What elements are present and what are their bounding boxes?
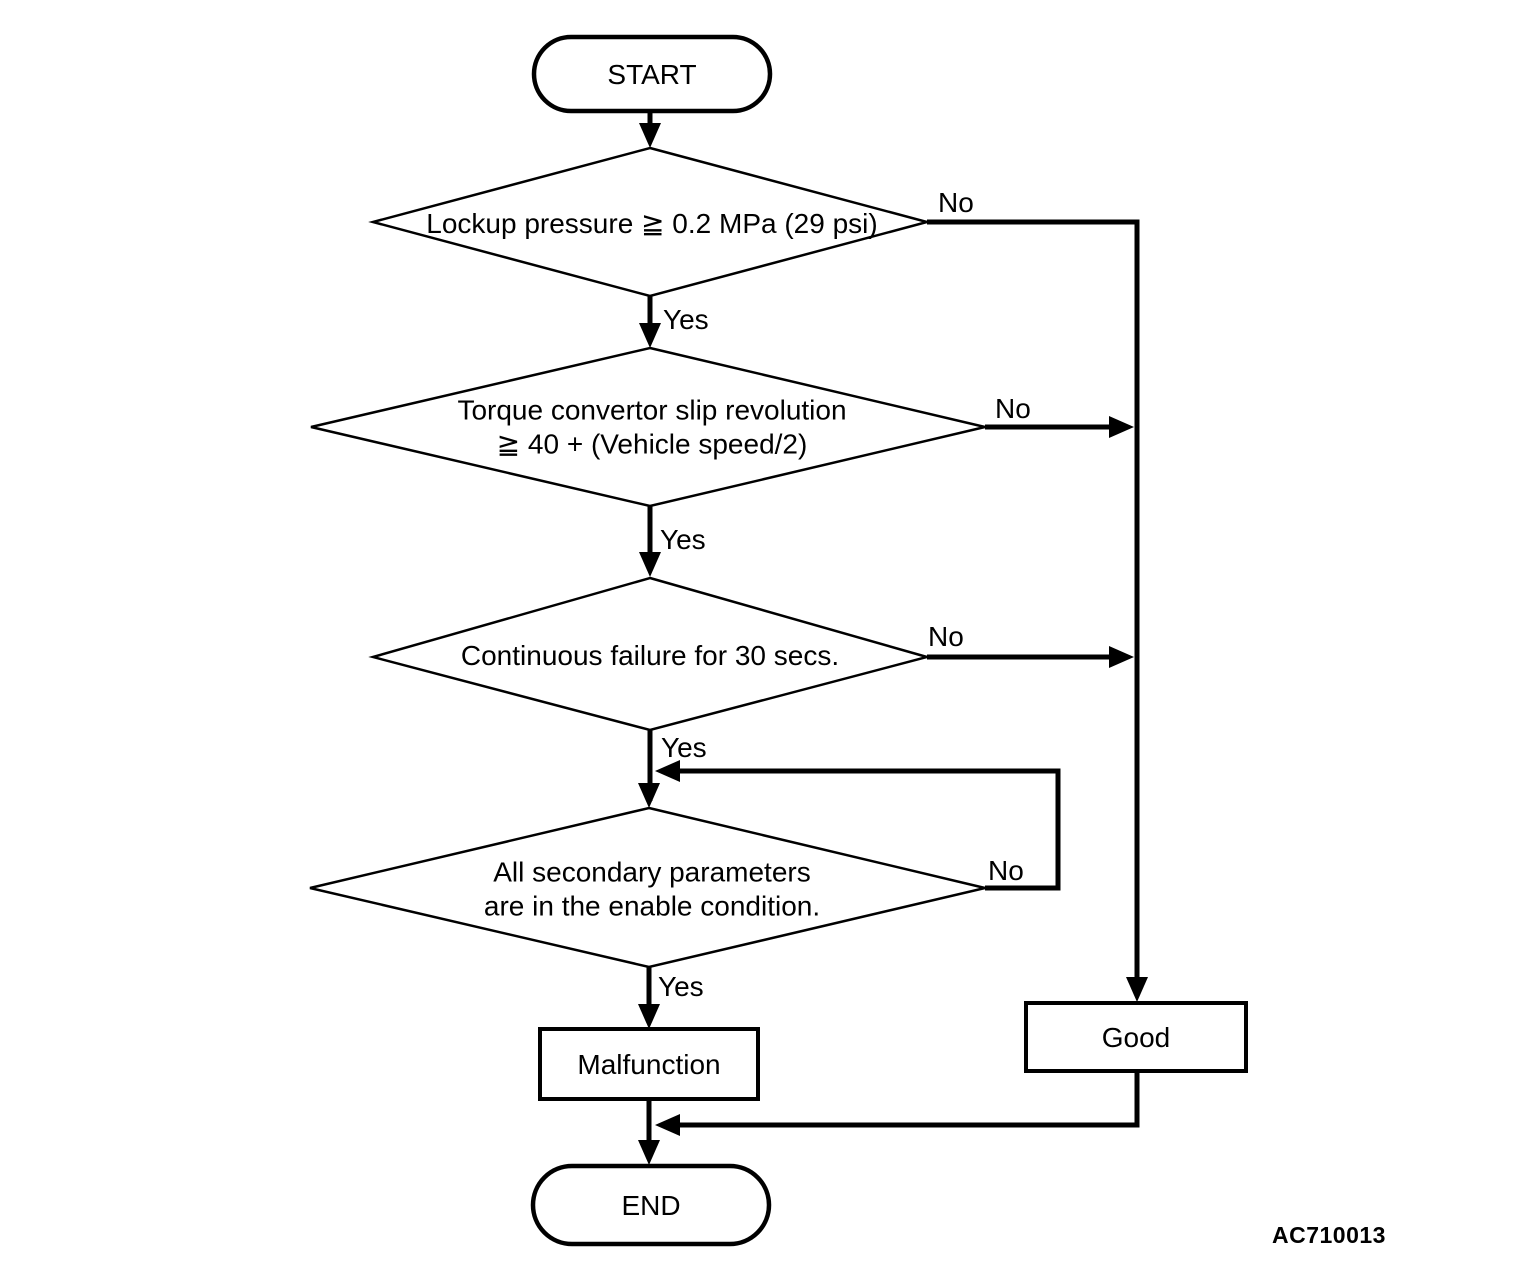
connector-good-to-end-line bbox=[662, 1071, 1140, 1128]
malfunction-label: Malfunction bbox=[577, 1049, 721, 1081]
decision3-yes-label: Yes bbox=[661, 732, 707, 763]
decision4-no-label: No bbox=[988, 855, 1024, 886]
decision1-shape bbox=[368, 146, 932, 298]
arrowhead-left-join bbox=[655, 1114, 680, 1136]
decision2-label: Torque convertor slip revolution ≧ 40 + … bbox=[457, 393, 846, 460]
decision4-label: All secondary parameters are in the enab… bbox=[484, 855, 820, 922]
decision3-shape bbox=[368, 576, 932, 732]
decision3-no-label: No bbox=[928, 621, 964, 652]
arrowhead-left-loop bbox=[655, 760, 680, 782]
figure-code: AC710013 bbox=[1272, 1222, 1386, 1248]
arrowhead-down-decision4 bbox=[638, 783, 660, 808]
decision4-line1: All secondary parameters bbox=[493, 856, 811, 888]
decision2-line2: ≧ 40 + (Vehicle speed/2) bbox=[496, 428, 808, 459]
decision4-line2: are in the enable condition. bbox=[483, 890, 821, 921]
connector-no4-loop bbox=[662, 768, 1061, 891]
decision2-shape bbox=[310, 346, 986, 508]
decision2-no-label: No bbox=[995, 393, 1031, 424]
good-box-shape bbox=[1024, 1001, 1248, 1073]
arrowhead-down-decision3 bbox=[639, 552, 661, 577]
arrowhead-down-decision2 bbox=[639, 323, 661, 348]
decision1-yes-label: Yes bbox=[663, 304, 709, 335]
good-label: Good bbox=[1101, 1022, 1171, 1054]
decision3-label: Continuous failure for 30 secs. bbox=[460, 640, 840, 672]
arrowhead-down-end bbox=[638, 1140, 660, 1165]
arrowhead-down-decision1 bbox=[639, 123, 661, 148]
decision1-no-label: No bbox=[938, 187, 974, 218]
decision1-label: Lockup pressure ≧ 0.2 MPa (29 psi) bbox=[426, 208, 878, 240]
malfunction-box-shape bbox=[538, 1027, 760, 1101]
connector-no1-trunk bbox=[927, 219, 1140, 995]
start-label: START bbox=[607, 59, 697, 91]
decision2-line1: Torque convertor slip revolution bbox=[457, 394, 847, 426]
decision2-yes-label: Yes bbox=[660, 524, 706, 555]
end-label: END bbox=[621, 1190, 681, 1222]
decision4-shape bbox=[309, 806, 986, 969]
start-terminal-shape bbox=[531, 34, 773, 114]
arrowhead-right-no3 bbox=[1109, 646, 1134, 668]
arrowhead-down-malfunction bbox=[638, 1004, 660, 1029]
end-terminal-shape bbox=[530, 1163, 772, 1247]
arrowhead-right-no2 bbox=[1109, 416, 1134, 438]
arrowhead-down-good bbox=[1126, 977, 1148, 1002]
decision4-yes-label: Yes bbox=[658, 971, 704, 1002]
